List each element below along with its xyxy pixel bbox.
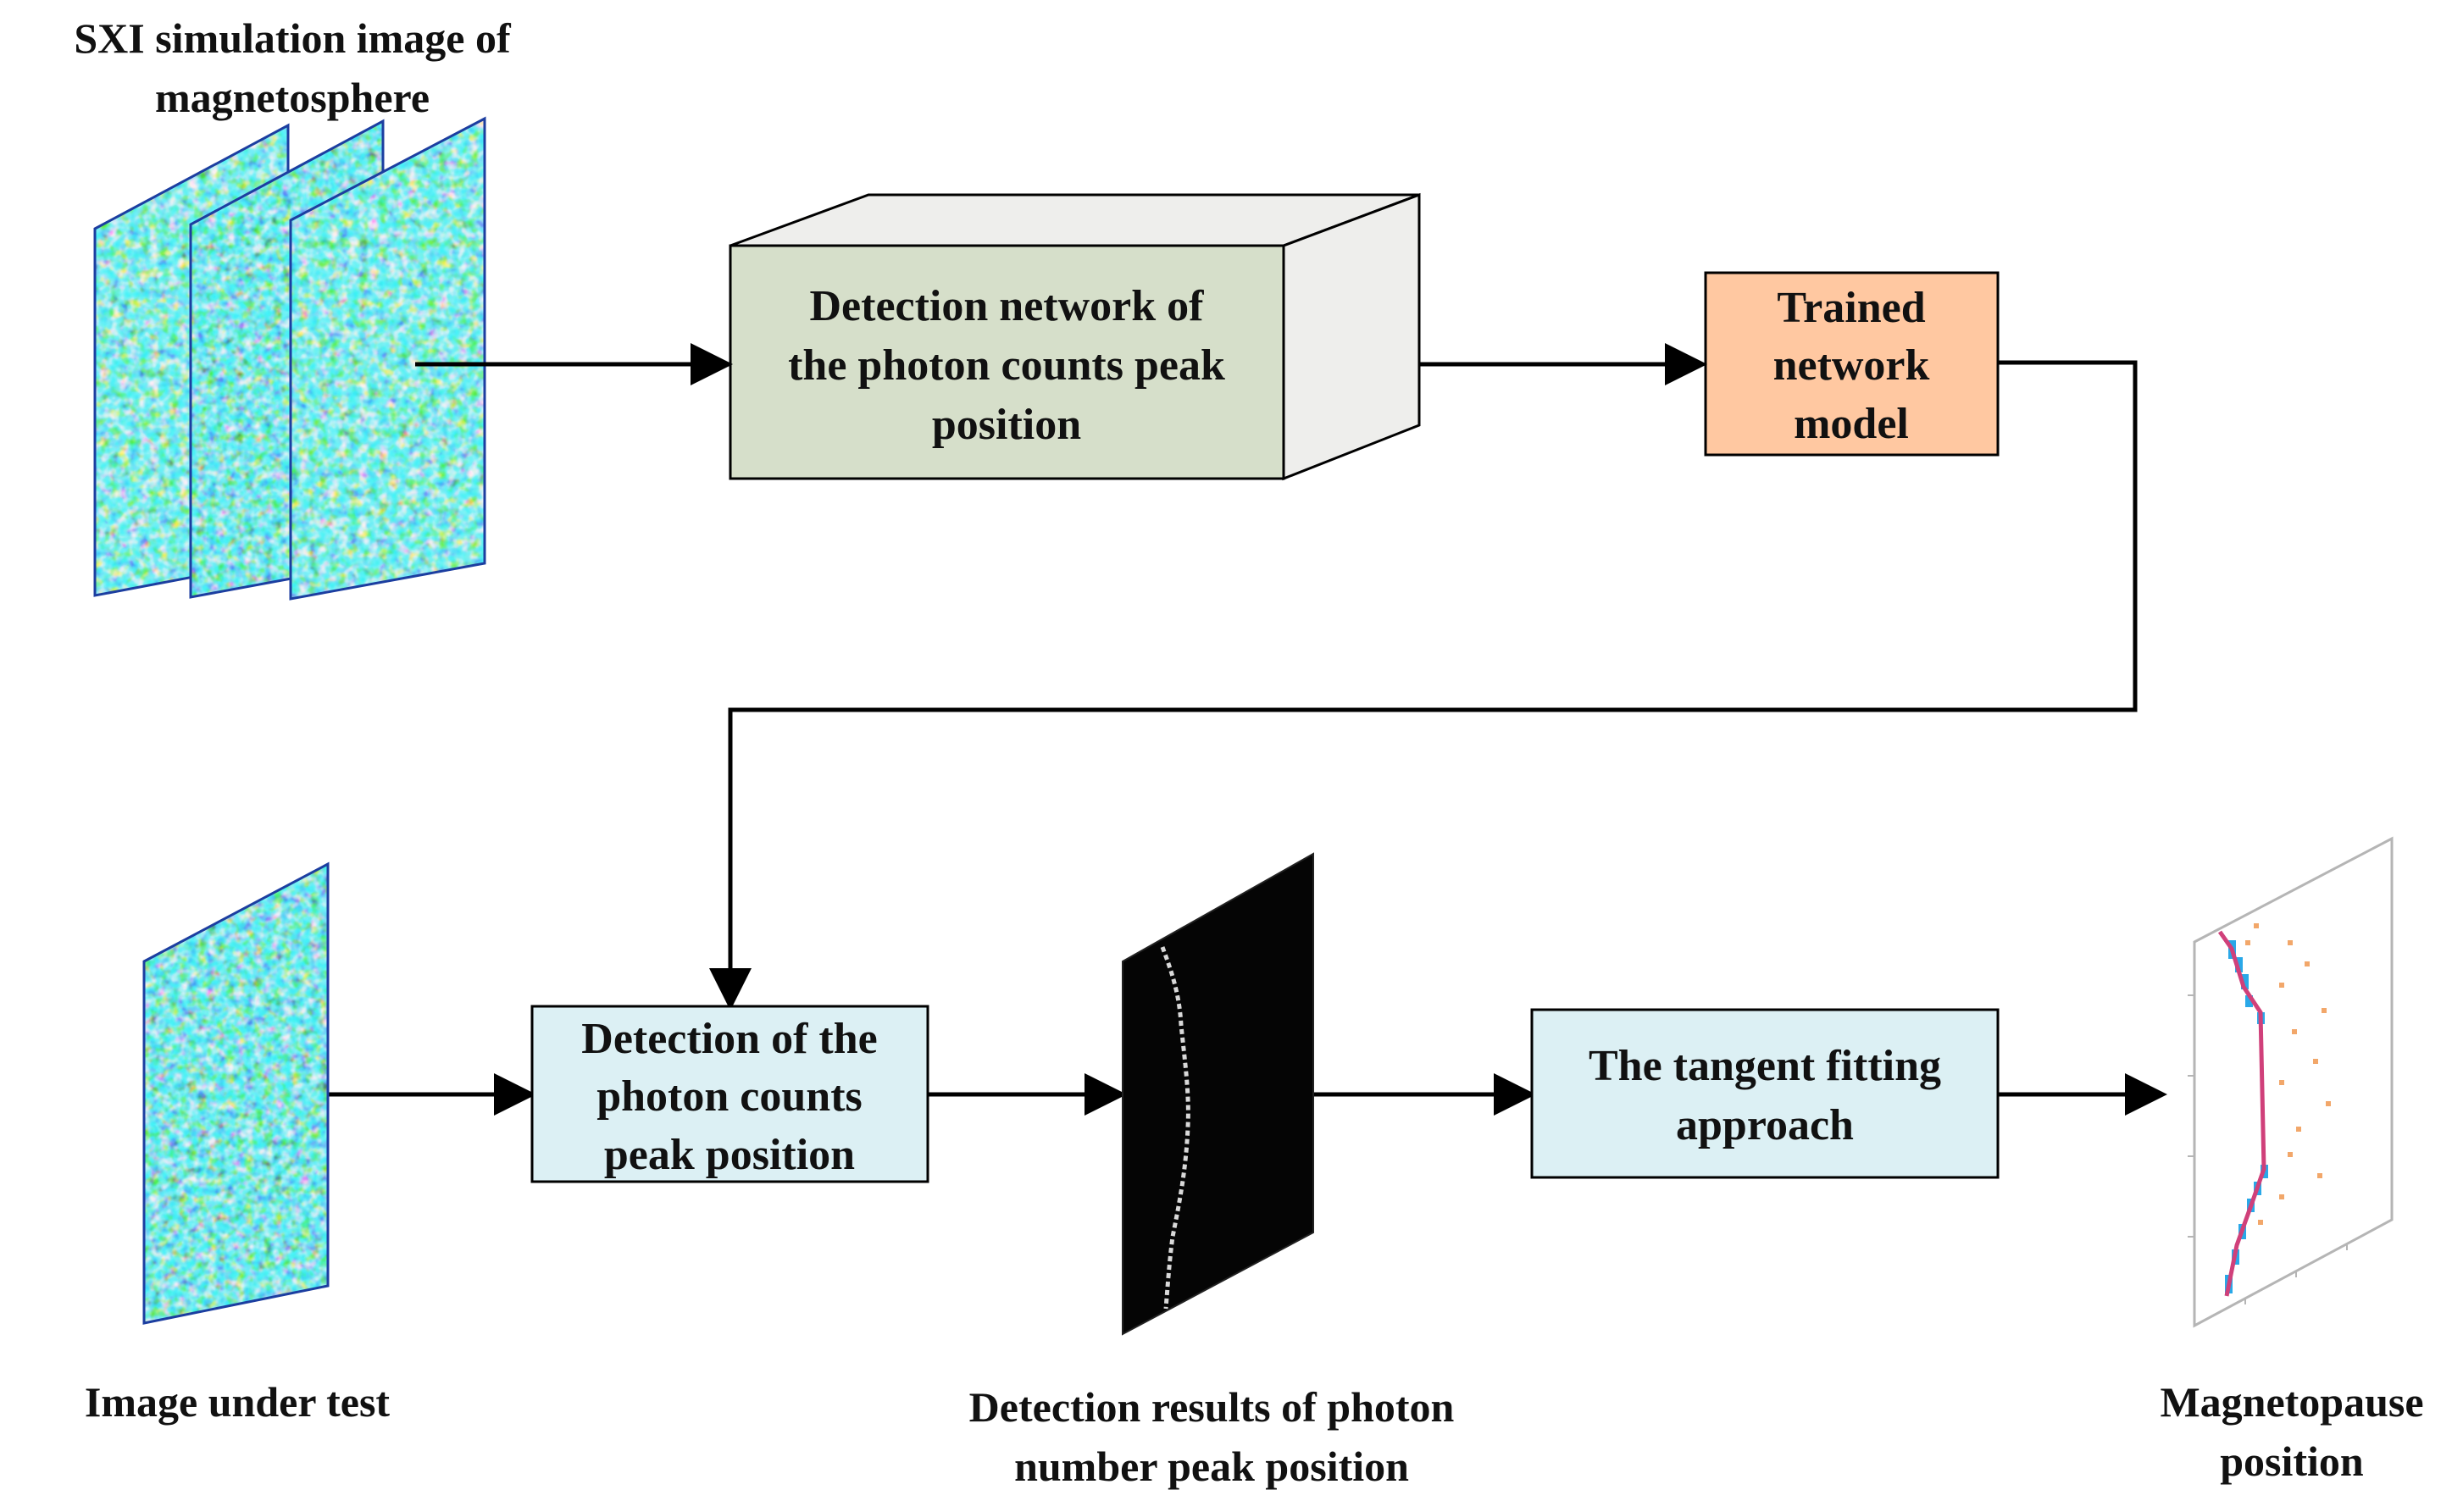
detection-results-caption-line1: Detection results of photon xyxy=(969,1383,1455,1431)
sxi-frame-3 xyxy=(289,116,486,601)
magnetopause-tick-marks xyxy=(2188,994,2348,1304)
magnetopause-fit-line xyxy=(2217,930,2266,1297)
magnetopause-scatter-points xyxy=(2245,923,2331,1225)
image-under-test-caption: Image under test xyxy=(85,1378,391,1426)
trained-network-model-box: Trained network model xyxy=(1704,271,2000,457)
detection-network-box-side xyxy=(1282,192,1421,481)
tangent-fitting-line2: approach xyxy=(1676,1101,1854,1149)
detection-network-box-front xyxy=(729,244,1285,480)
detection-results-curve xyxy=(1160,946,1190,1310)
trained-model-line1: Trained xyxy=(1777,284,1925,332)
trained-model-line2: network xyxy=(1773,341,1930,390)
detection-results-caption-line2: number peak position xyxy=(1014,1443,1409,1490)
tangent-fitting-box: The tangent fitting approach xyxy=(1530,1008,2000,1179)
sxi-caption-line1: SXI simulation image of xyxy=(74,14,512,62)
loop-trained-to-detection xyxy=(709,360,2138,1011)
detection-peak-line2: photon counts xyxy=(596,1072,863,1121)
detection-network-line2: the photon counts peak xyxy=(788,341,1225,390)
sxi-simulation-image-stack xyxy=(93,116,486,601)
detection-network-line1: Detection network of xyxy=(810,282,1205,330)
magnetopause-caption-line1: Magnetopause xyxy=(2160,1378,2423,1426)
trained-model-line3: model xyxy=(1794,400,1909,448)
magnetopause-caption-line2: position xyxy=(2220,1437,2364,1485)
detection-results-panel xyxy=(1122,852,1314,1336)
magnetopause-plot-frame xyxy=(2193,836,2394,1328)
magnetopause-plot xyxy=(2188,836,2394,1328)
tangent-fitting-rect xyxy=(1530,1008,2000,1179)
detection-peak-box: Detection of the photon counts peak posi… xyxy=(530,1005,929,1183)
tangent-fitting-line1: The tangent fitting xyxy=(1589,1042,1941,1090)
detection-peak-line1: Detection of the xyxy=(581,1015,877,1063)
detection-peak-line3: peak position xyxy=(604,1131,855,1179)
sxi-caption-line2: magnetosphere xyxy=(155,74,430,121)
image-under-test xyxy=(142,861,330,1325)
detection-network-line3: position xyxy=(932,401,1081,449)
trained-model-rect xyxy=(1704,271,2000,457)
detection-peak-rect xyxy=(530,1005,929,1183)
detection-network-box: Detection network of the photon counts p… xyxy=(729,192,1421,481)
detection-results-image xyxy=(1122,852,1314,1336)
